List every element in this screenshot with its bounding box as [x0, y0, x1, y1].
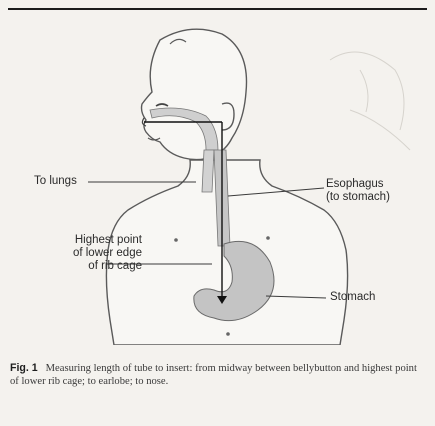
head-outline	[142, 29, 247, 159]
trachea	[202, 150, 214, 192]
figure-caption: Fig. 1 Measuring length of tube to inser…	[10, 362, 425, 388]
figure-number: Fig. 1	[10, 362, 38, 374]
background-sketch	[330, 52, 410, 150]
label-esophagus: Esophagus (to stomach)	[326, 178, 390, 204]
label-to-lungs: To lungs	[34, 175, 77, 188]
caption-text: Measuring length of tube to insert: from…	[10, 363, 417, 387]
label-rib-cage: Highest point of lower edge of rib cage	[30, 234, 142, 273]
label-stomach: Stomach	[330, 291, 375, 304]
